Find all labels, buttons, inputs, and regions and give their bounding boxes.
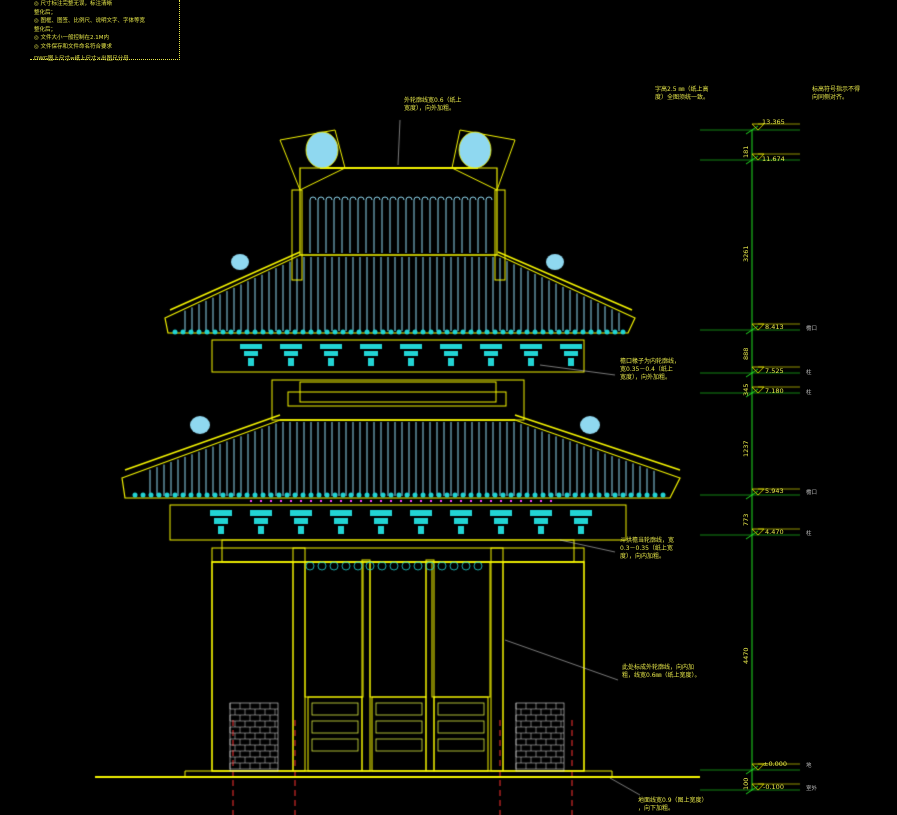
legend-line: ◎ 图框、图签、比例尺、说明文字、字体等宽 — [34, 18, 146, 24]
dimension-label: 181 — [742, 145, 750, 158]
note-column: 此处标成外轮廓线，向内加 粗，线宽0.6㎜（纸上宽度）。 — [622, 664, 701, 679]
elevation-tag: 檐口 — [806, 326, 818, 332]
legend-line: 整化后； — [34, 26, 57, 33]
elevation-tag: 柱 — [806, 390, 812, 396]
dimension-label: 773 — [742, 513, 750, 526]
elevation-label: -0.100 — [763, 783, 784, 791]
elevation-label: 5.943 — [765, 487, 784, 495]
elevation-label: 8.413 — [765, 323, 784, 331]
elevation-tag: 柱 — [806, 370, 812, 376]
legend-line: ◎ 尺寸标注完整无误，标注清晰 — [34, 1, 113, 7]
elevation-label: 7.525 — [765, 367, 784, 375]
elevation-label: 13.365 — [762, 118, 785, 126]
dimension-label: 345 — [742, 383, 750, 396]
elevation-label: 7.180 — [765, 387, 784, 395]
dimension-label: 4470 — [742, 647, 750, 664]
note-outer-outline: 外轮廓线宽0.6（纸上 宽度），向外加粗。 — [404, 97, 462, 112]
elevation-tag: 地 — [806, 763, 812, 769]
legend-line: 整化后； — [34, 9, 57, 16]
dimension-label: 1237 — [742, 440, 750, 457]
elevation-tag: 室外 — [806, 786, 818, 792]
elevation-tag: 檐口 — [806, 490, 818, 496]
note-text-height: 字高2.5 ㎜（纸上高 度）全图须统一致。 — [655, 86, 710, 101]
elevation-label: 4.470 — [765, 528, 784, 536]
elevation-tag: 柱 — [806, 531, 812, 537]
elevation-label: 11.674 — [762, 155, 785, 163]
note-bracket: 斗拱檐当轮廓线，宽 0.3－0.35（纸上宽 度），向内加粗。 — [620, 537, 675, 560]
drawing-standards-legend: ◎ 尺寸标注完整无误，标注清晰 整化后； ◎ 图框、图签、比例尺、说明文字、字体… — [30, 0, 180, 62]
legend-line: ◎ 文件保存和文件命名符合要求 — [34, 43, 113, 50]
note-eave-rafter: 檐口椽子为内轮廓线， 宽0.35－0.4（纸上 宽度），向外加粗。 — [620, 358, 681, 381]
dimension-label: 888 — [742, 347, 750, 360]
elevation-label: ±0.000 — [763, 760, 788, 768]
dimension-label: 100 — [742, 777, 750, 790]
dimension-label: 3261 — [742, 245, 750, 262]
note-level-symbol: 标高符号指示不得 向同侧对齐。 — [812, 86, 861, 101]
note-ground-line: 地面线宽0.9（图上宽度） ，向下加粗。 — [638, 797, 708, 812]
legend-line: ◎ 文件大小一般控制在2.1M内 — [34, 35, 110, 41]
legend-line: DWG图上尺寸=纸上尺寸×出图尺分母 — [34, 56, 129, 62]
